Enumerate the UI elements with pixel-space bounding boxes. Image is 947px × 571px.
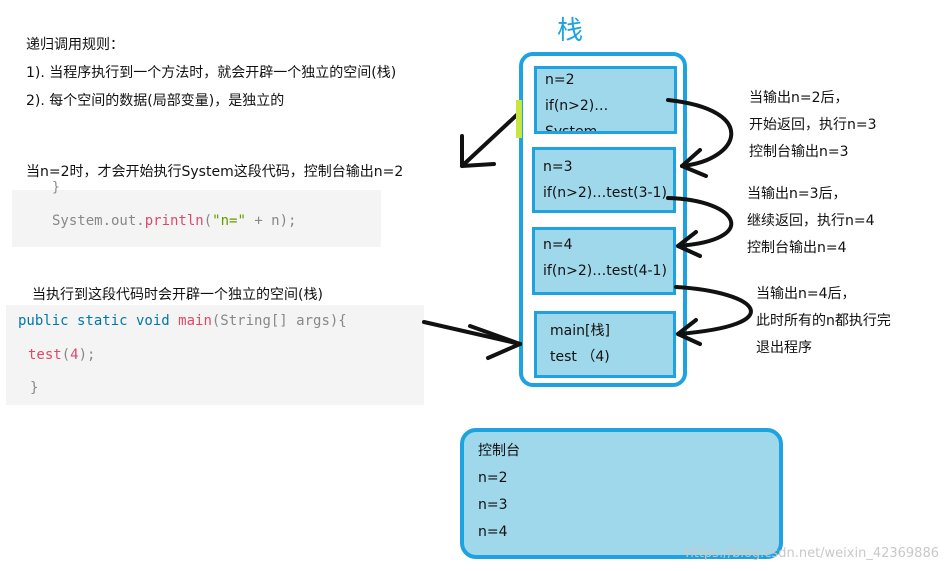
console-box: 控制台 n=2 n=3 n=4 xyxy=(460,428,783,559)
arrow-n4-to-main xyxy=(674,285,753,336)
arrow-n4-to-main-head xyxy=(676,318,702,346)
code-rest: + n); xyxy=(245,213,297,229)
code-system-out: System.out. xyxy=(52,213,145,229)
note-after-n2-line-1: 当输出n=2后， xyxy=(749,90,849,106)
frame-n2-line-1: n=2 xyxy=(545,72,575,88)
note-after-n2-line-2: 开始返回，执行n=3 xyxy=(749,117,877,133)
console-line-1: n=2 xyxy=(478,470,508,486)
stack-frame-n4: n=4 if(n>2)…test(4-1) xyxy=(532,227,676,295)
note-after-n4-line-3: 退出程序 xyxy=(756,340,812,356)
code-test-arg: 4 xyxy=(70,347,79,363)
stack-frame-n3: n=3 if(n>2)…test(3-1) xyxy=(532,147,676,213)
code-brace: } xyxy=(52,180,60,195)
note-after-n2: 当输出n=2后， 开始返回，执行n=3 控制台输出n=3 xyxy=(749,85,877,166)
console-line-2: n=3 xyxy=(478,497,508,513)
code-close-brace: } xyxy=(30,380,39,396)
code-keywords: public static void xyxy=(18,313,170,329)
note-after-n4-line-2: 此时所有的n都执行完 xyxy=(756,313,891,329)
console-title: 控制台 xyxy=(478,443,520,459)
highlight-mark xyxy=(516,100,522,138)
code-call-close: ); xyxy=(78,347,96,363)
code-test-call: test(4); xyxy=(28,347,95,363)
code-string: "n=" xyxy=(212,213,246,229)
frame-main-line-2: test （4) xyxy=(550,349,610,365)
code-signature: (String[] args){ xyxy=(211,313,347,329)
arrow-n2-to-n3-head xyxy=(680,148,708,178)
stack-label: 栈 xyxy=(557,16,584,46)
note-after-n2-line-3: 控制台输出n=3 xyxy=(749,144,849,160)
frame-main-line-1: main[栈] xyxy=(550,323,610,339)
note-after-n4-line-1: 当输出n=4后， xyxy=(756,286,856,302)
arrow-n3-to-n4-head xyxy=(676,230,702,258)
arrow-to-main-frame-head xyxy=(468,324,522,360)
note-after-n3-line-3: 控制台输出n=4 xyxy=(747,240,847,256)
code-paren: ( xyxy=(203,213,213,229)
stack-frame-main: main[栈] test （4) xyxy=(534,311,676,378)
frame-n4-line-1: n=4 xyxy=(543,237,573,253)
arrow-n3-to-n4 xyxy=(666,196,734,248)
arrow-to-note-n2-head xyxy=(460,134,496,168)
code-main-fn: main xyxy=(178,313,212,329)
code-main-signature: public static void main(String[] args){ xyxy=(18,313,347,329)
note-open-text: 当执行到这段代码时会开辟一个独立的空间(栈) xyxy=(32,287,323,303)
code-call-open: ( xyxy=(61,347,71,363)
console-line-3: n=4 xyxy=(478,524,508,540)
rule-line-2: 2). 每个空间的数据(局部变量)，是独立的 xyxy=(26,93,285,109)
rules-title: 递归调用规则： xyxy=(26,37,124,53)
note-after-n4: 当输出n=4后， 此时所有的n都执行完 退出程序 xyxy=(756,281,891,362)
arrow-to-note-n2 xyxy=(460,110,522,168)
note-after-n3-line-2: 继续返回，执行n=4 xyxy=(747,213,875,229)
code-block-main xyxy=(6,305,424,405)
watermark-text: https://blog.csdn.net/weixin_42369886 xyxy=(685,546,939,561)
frame-n2-line-2: if(n>2)… xyxy=(545,98,609,114)
frame-n4-line-2: if(n>2)…test(4-1) xyxy=(543,263,667,279)
frame-n3-line-1: n=3 xyxy=(543,159,573,175)
code-println-fn: println xyxy=(144,213,204,229)
note-after-n3: 当输出n=3后， 继续返回，执行n=4 控制台输出n=4 xyxy=(747,181,875,262)
note-n2-text: 当n=2时，才会开始执行System这段代码，控制台输出n=2 xyxy=(26,164,404,180)
note-after-n3-line-1: 当输出n=3后， xyxy=(747,186,847,202)
arrow-n2-to-n3 xyxy=(666,98,734,168)
frame-n3-line-2: if(n>2)…test(3-1) xyxy=(543,185,667,201)
code-println-line: System.out.println("n=" + n); xyxy=(52,213,296,229)
stack-frame-n2: n=2 if(n>2)… System xyxy=(534,66,677,134)
rule-line-1: 1). 当程序执行到一个方法时，就会开辟一个独立的空间(栈) xyxy=(26,65,397,81)
frame-n2-line-3: System xyxy=(545,124,598,134)
code-block-println xyxy=(12,190,381,247)
code-test-fn: test xyxy=(28,347,62,363)
